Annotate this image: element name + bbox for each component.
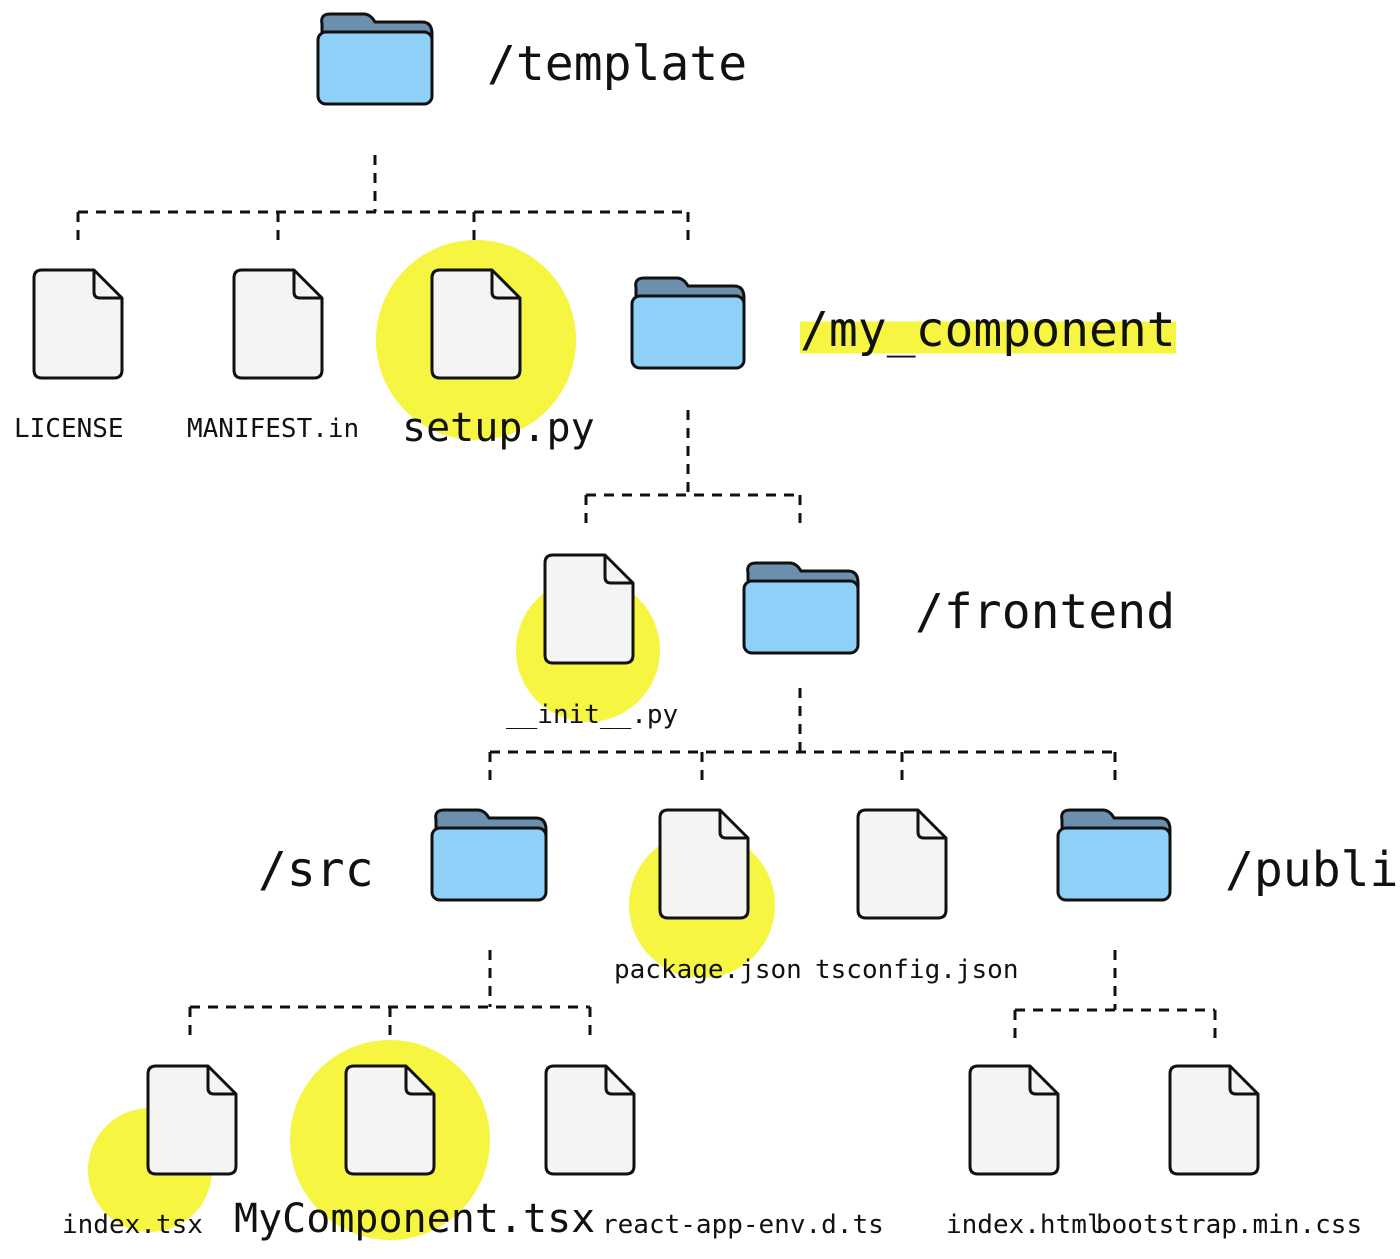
tree-connectors	[76, 155, 1217, 1040]
connector-src	[188, 950, 592, 1038]
file-icon-bootstrap-min-css	[1168, 1064, 1260, 1176]
label-mycomponent-tsx: MyComponent.tsx	[234, 1196, 596, 1242]
label-bootstrap-min-css: bootstrap.min.css	[1096, 1210, 1363, 1240]
file-icon-manifest-in	[232, 268, 324, 380]
connector-public	[1013, 950, 1217, 1040]
label-template: /template	[487, 36, 748, 92]
label-my-component: /my_component	[800, 302, 1176, 358]
file-icon-init-py	[543, 553, 635, 665]
file-icon-mycomponent-tsx	[344, 1064, 436, 1176]
label-tsconfig-json: tsconfig.json	[815, 955, 1019, 985]
label-react-app-env: react-app-env.d.ts	[602, 1210, 884, 1240]
file-icon-tsconfig-json	[856, 808, 948, 920]
file-icon-react-app-env	[544, 1064, 636, 1176]
folder-icon-public	[1056, 808, 1172, 902]
file-icon-package-json	[658, 808, 750, 920]
file-icon-setup-py	[430, 268, 522, 380]
connector-my-component	[584, 410, 802, 528]
label-src: /src	[258, 842, 374, 898]
label-package-json: package.json	[614, 955, 802, 985]
file-icon-index-tsx	[146, 1064, 238, 1176]
label-manifest-in: MANIFEST.in	[187, 414, 360, 444]
folder-icon-frontend	[742, 561, 860, 655]
label-public: /public	[1225, 842, 1400, 898]
connector-template	[76, 155, 690, 242]
label-index-tsx: index.tsx	[62, 1210, 203, 1240]
label-index-html: index.html	[946, 1210, 1103, 1240]
folder-icon-my-component	[630, 276, 746, 370]
label-init-py: __init__.py	[506, 700, 679, 730]
connector-frontend	[488, 688, 1117, 782]
label-setup-py: setup.py	[402, 405, 595, 451]
file-icon-index-html	[968, 1064, 1060, 1176]
folder-icon-src	[430, 808, 548, 902]
file-icon-license	[32, 268, 124, 380]
label-license: LICENSE	[14, 414, 124, 444]
folder-icon-template	[316, 12, 434, 106]
label-frontend: /frontend	[915, 584, 1176, 640]
